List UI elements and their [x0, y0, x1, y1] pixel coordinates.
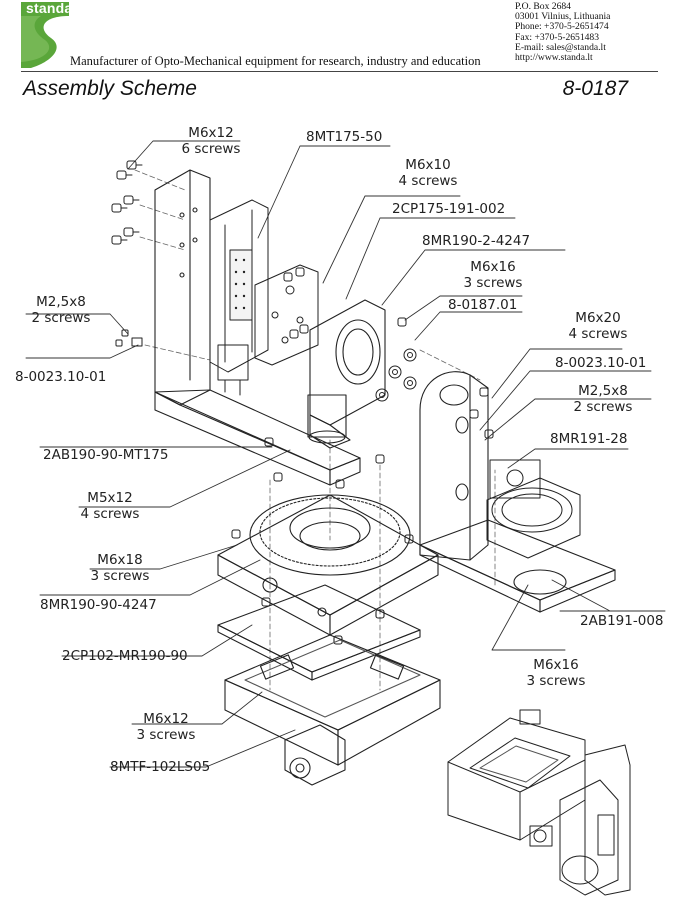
callout-quantity: 3 screws	[136, 727, 196, 743]
callout-part-name: M6x16	[470, 259, 516, 275]
screws-m25x8-left	[115, 329, 143, 347]
callout-part-name: M6x10	[405, 157, 451, 173]
callout-2cp175: 2CP175-191-002	[392, 201, 506, 217]
callout-part-name: M6x12	[188, 125, 234, 141]
callout-8-0023-left: 8-0023.10-01	[15, 369, 107, 385]
callout-quantity: 2 screws	[31, 310, 91, 326]
contact-line: E-mail: sales@standa.lt	[515, 41, 606, 53]
callout-quantity: 3 screws	[90, 568, 150, 584]
contact-line: 03001 Vilnius, Lithuania	[515, 11, 611, 23]
callout-part-name: M2,5x8	[36, 294, 86, 310]
contact-line[interactable]: http://www.standa.lt	[515, 52, 593, 64]
callout-part-name: M6x18	[97, 552, 143, 568]
callout-m6x12-bottom: M6x12 3 screws	[128, 711, 204, 743]
callout-8-0023-right: 8-0023.10-01	[555, 355, 647, 371]
stage-8mt175	[209, 199, 269, 396]
callout-quantity: 4 screws	[568, 326, 628, 342]
callout-8mt175: 8MT175-50	[306, 129, 383, 145]
callout-part-name: M2,5x8	[578, 383, 628, 399]
spacers-8-0187-01	[375, 317, 417, 402]
callout-part-name: M6x16	[533, 657, 579, 673]
screws-m6x18	[231, 529, 414, 607]
callout-part-name: M5x12	[87, 490, 133, 506]
page-title: Assembly Scheme	[23, 77, 197, 100]
stage-8mtf-102	[224, 634, 441, 786]
callout-quantity: 3 screws	[526, 673, 586, 689]
bracket-2ab190	[154, 169, 361, 486]
contact-line: P.O. Box 2684	[515, 1, 571, 12]
callout-2cp102: 2CP102-MR190-90	[62, 648, 188, 664]
callout-m6x16-bottom: M6x16 3 screws	[518, 657, 594, 689]
bracket-2ab191	[419, 371, 616, 613]
callout-m25x8-left: M2,5x8 2 screws	[20, 294, 102, 326]
contact-line: Fax: +370-5-2651483	[515, 31, 600, 43]
stage-8mr191	[486, 459, 581, 559]
callout-m6x18: M6x18 3 screws	[82, 552, 158, 584]
standa-logo	[21, 2, 69, 68]
callout-8mr191: 8MR191-28	[550, 431, 628, 447]
document-number: 8-0187	[562, 77, 628, 100]
screws-m6x10	[283, 267, 309, 339]
screws-m6x20	[469, 387, 494, 439]
logo-text: standa	[26, 0, 73, 16]
callout-2ab190: 2AB190-90-MT175	[43, 447, 169, 463]
callout-part-name: M6x12	[143, 711, 189, 727]
callout-m6x12-top: M6x12 6 screws	[170, 125, 252, 157]
callout-8mtf-102: 8MTF-102LS05	[110, 759, 211, 775]
contact-block: P.O. Box 2684 03001 Vilnius, Lithuania P…	[515, 1, 611, 64]
callout-part-name: M6x20	[575, 310, 621, 326]
plate-2cp102	[217, 584, 421, 681]
callout-quantity: 3 screws	[463, 275, 523, 291]
callout-m6x10: M6x10 4 screws	[388, 157, 468, 189]
stage-8mr190-2	[307, 299, 386, 449]
leader-lines	[25, 140, 666, 768]
plate-2cp175	[254, 264, 319, 366]
callout-2ab191: 2AB191-008	[580, 613, 664, 629]
callout-quantity: 4 screws	[398, 173, 458, 189]
callout-quantity: 6 screws	[181, 141, 241, 157]
callout-quantity: 2 screws	[573, 399, 633, 415]
callout-8mr190-2: 8MR190-2-4247	[422, 233, 531, 249]
screws-m5x12	[264, 437, 385, 489]
callout-m25x8-right: M2,5x8 2 screws	[562, 383, 644, 415]
callout-m5x12: M5x12 4 screws	[70, 490, 150, 522]
header-divider	[21, 71, 658, 72]
company-tagline: Manufacturer of Opto-Mechanical equipmen…	[70, 54, 481, 68]
callout-m6x16-top: M6x16 3 screws	[457, 259, 529, 291]
callout-m6x20: M6x20 4 screws	[563, 310, 633, 342]
callout-quantity: 4 screws	[80, 506, 140, 522]
screw-group-m6x12	[111, 160, 143, 245]
callout-8-0187-01: 8-0187.01	[448, 297, 518, 313]
callout-8mr190-90: 8MR190-90-4247	[40, 597, 157, 613]
contact-line: Phone: +370-5-2651474	[515, 21, 609, 33]
assembled-view	[447, 709, 631, 896]
